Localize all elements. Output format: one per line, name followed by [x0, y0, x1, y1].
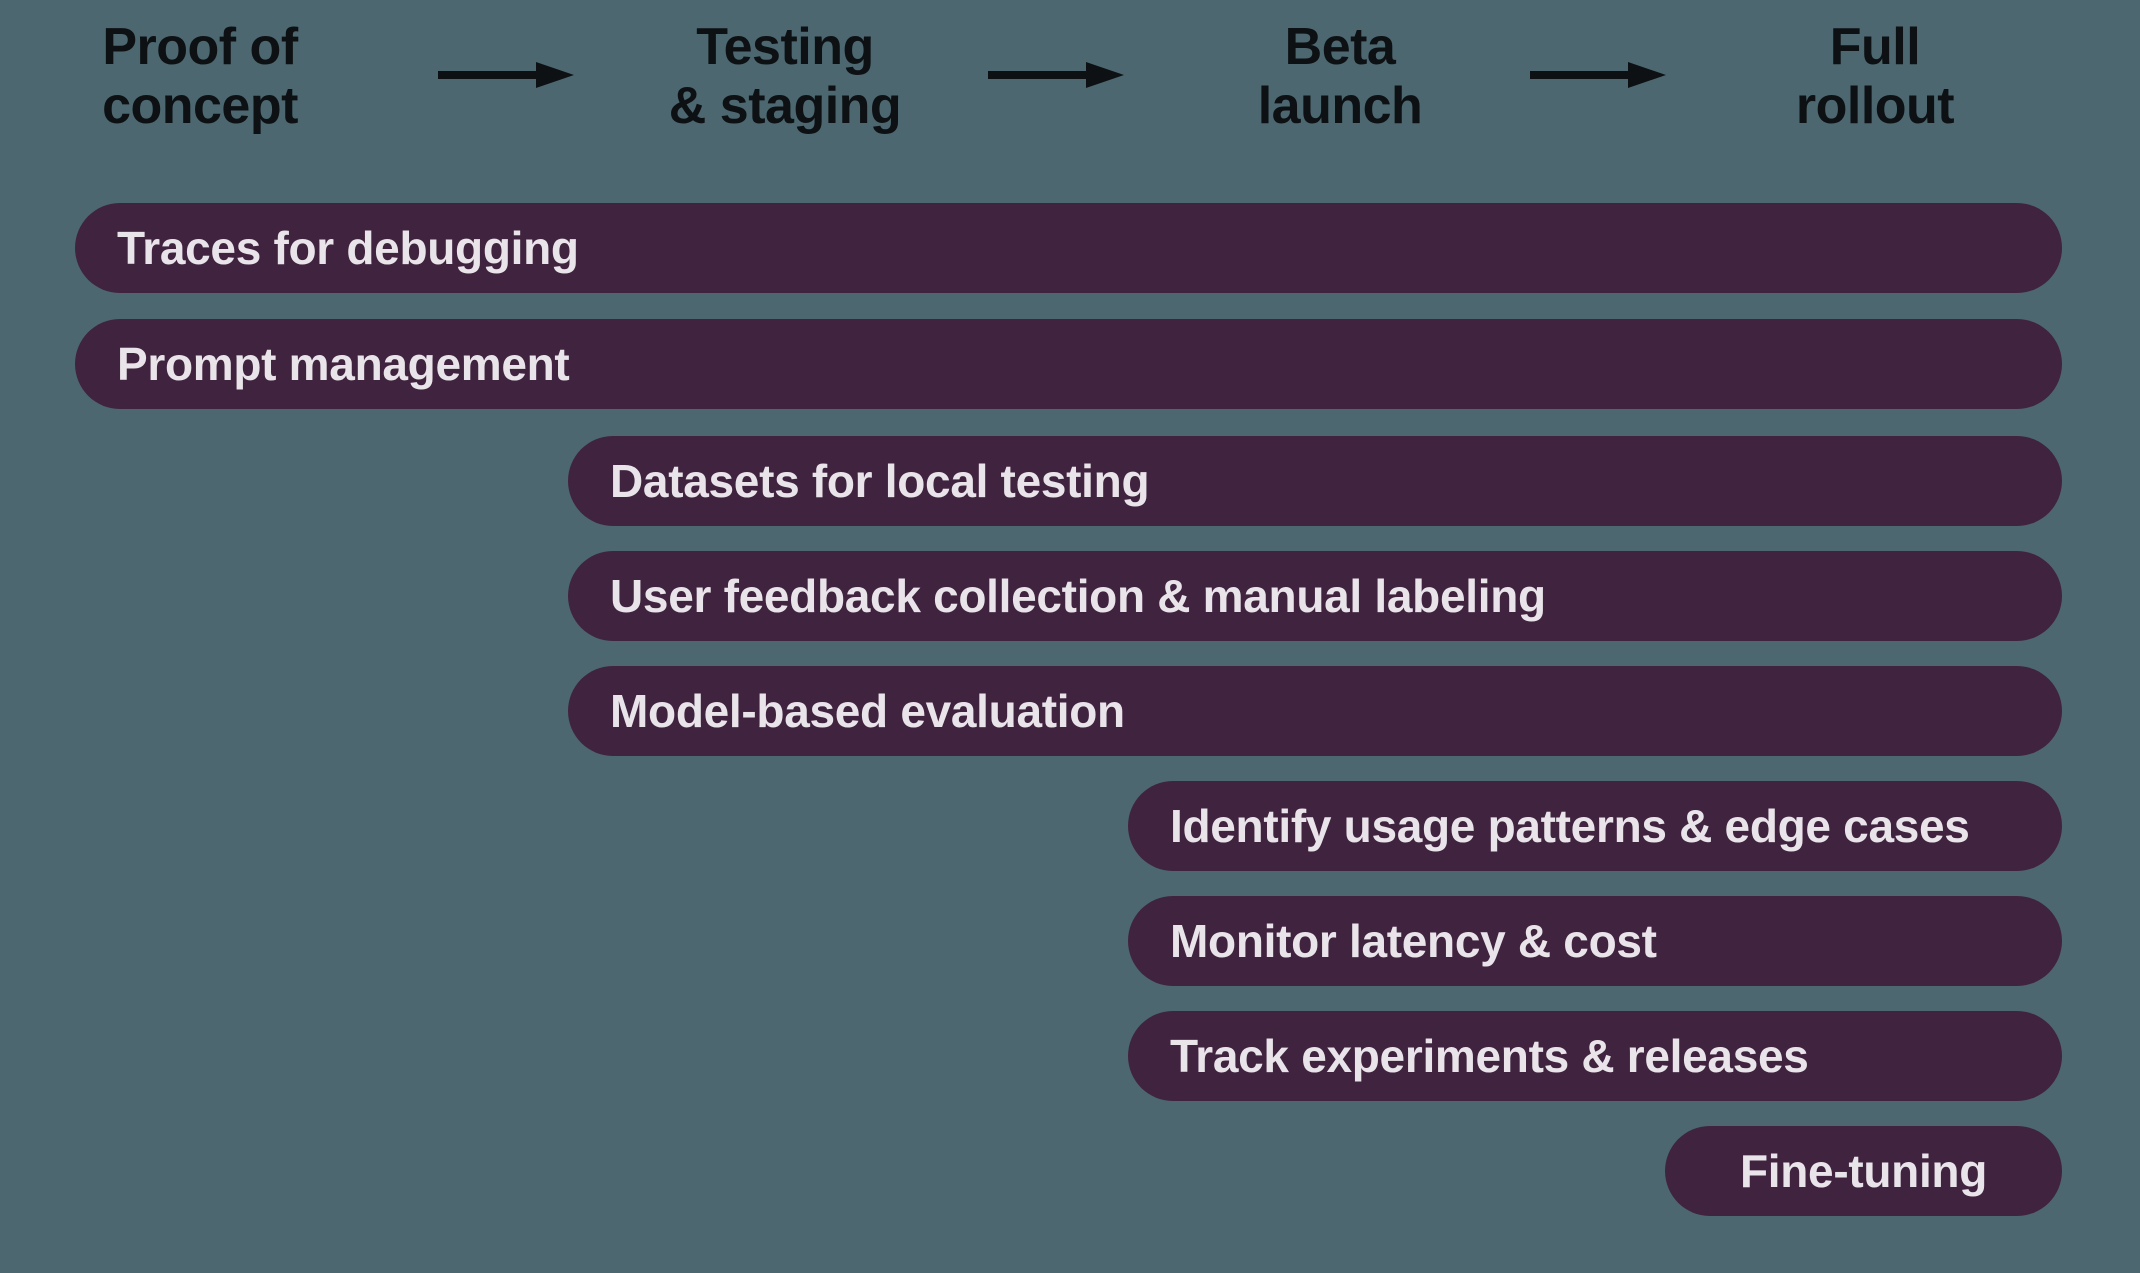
capability-bar-label: Prompt management	[117, 338, 570, 390]
capability-bar[interactable]: Prompt management	[75, 319, 2062, 409]
capability-bar-label: Identify usage patterns & edge cases	[1170, 800, 1970, 852]
capability-bar-label: Monitor latency & cost	[1170, 915, 1657, 967]
arrow-right-icon	[1530, 62, 1666, 88]
capability-bar[interactable]: User feedback collection & manual labeli…	[568, 551, 2062, 641]
phase-label-beta-launch: Beta launch	[1257, 18, 1423, 136]
capability-bar[interactable]: Model-based evaluation	[568, 666, 2062, 756]
capability-bar-label: Fine-tuning	[1739, 1145, 1988, 1197]
capability-bar-label: User feedback collection & manual labeli…	[610, 570, 1546, 622]
capability-bar-label: Model-based evaluation	[610, 685, 1125, 737]
capability-bar[interactable]: Track experiments & releases	[1128, 1011, 2062, 1101]
phase-label-full-rollout: Full rollout	[1795, 18, 1955, 136]
arrow-right-icon	[438, 62, 574, 88]
phase-label-proof-of-concept: Proof of concept	[102, 18, 298, 136]
capability-bar-label: Datasets for local testing	[610, 455, 1150, 507]
capability-bar[interactable]: Fine-tuning	[1665, 1126, 2062, 1216]
capability-bar[interactable]: Monitor latency & cost	[1128, 896, 2062, 986]
capability-bar[interactable]: Traces for debugging	[75, 203, 2062, 293]
phase-label-testing-and-staging: Testing & staging	[668, 18, 902, 136]
capability-bar[interactable]: Datasets for local testing	[568, 436, 2062, 526]
arrow-right-icon	[988, 62, 1124, 88]
capability-bar-label: Track experiments & releases	[1170, 1030, 1809, 1082]
capability-bar-label: Traces for debugging	[117, 222, 579, 274]
phase-header-row: Proof of concept Testing & staging Beta …	[0, 0, 2140, 180]
capability-bar[interactable]: Identify usage patterns & edge cases	[1128, 781, 2062, 871]
